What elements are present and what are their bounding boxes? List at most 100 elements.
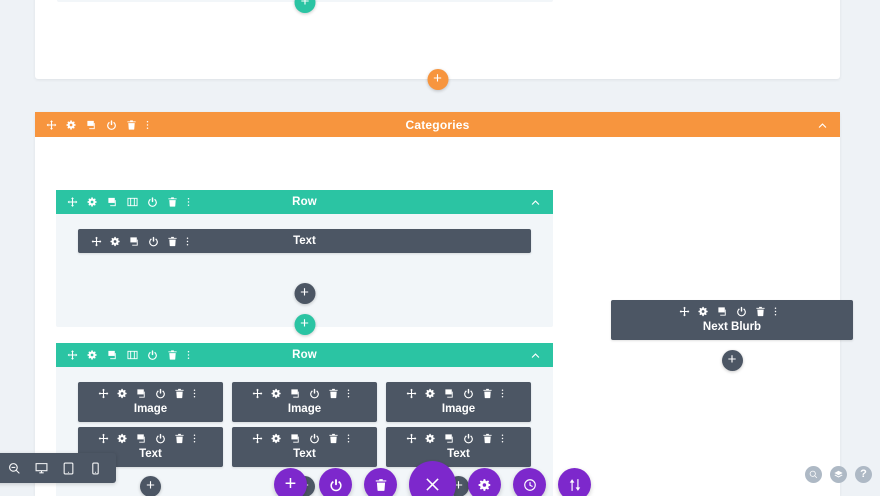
trash-icon[interactable]: [328, 433, 339, 444]
add-row-button[interactable]: +: [294, 0, 316, 13]
history-button[interactable]: [513, 468, 546, 496]
trash-icon[interactable]: [126, 119, 137, 130]
move-icon[interactable]: [98, 388, 109, 399]
dots-icon[interactable]: [186, 236, 197, 247]
columns-icon[interactable]: [127, 197, 138, 208]
dots-icon[interactable]: [193, 388, 204, 399]
power-icon[interactable]: [147, 197, 158, 208]
module-image[interactable]: Image: [232, 382, 377, 422]
move-icon[interactable]: [67, 197, 78, 208]
gear-icon[interactable]: [698, 306, 709, 317]
chevron-up-icon[interactable]: [530, 197, 541, 208]
desktop-icon[interactable]: [35, 462, 48, 475]
module-image[interactable]: Image: [78, 382, 223, 422]
module-text[interactable]: Text: [232, 427, 377, 467]
gear-icon[interactable]: [87, 197, 98, 208]
power-icon[interactable]: [309, 388, 320, 399]
add-section-button[interactable]: +: [274, 468, 307, 496]
duplicate-icon[interactable]: [136, 388, 147, 399]
duplicate-icon[interactable]: [129, 236, 140, 247]
phone-icon[interactable]: [89, 462, 102, 475]
dots-icon[interactable]: [501, 388, 512, 399]
move-icon[interactable]: [91, 236, 102, 247]
gear-icon[interactable]: [425, 433, 436, 444]
gear-icon[interactable]: [271, 433, 282, 444]
helper-button-group[interactable]: ?: [805, 466, 872, 483]
responsive-device-toolbar[interactable]: [0, 453, 116, 483]
trash-icon[interactable]: [167, 197, 178, 208]
dots-icon[interactable]: [774, 306, 785, 317]
move-icon[interactable]: [252, 433, 263, 444]
add-module-button[interactable]: +: [140, 476, 161, 496]
duplicate-icon[interactable]: [444, 433, 455, 444]
duplicate-icon[interactable]: [107, 350, 118, 361]
chevron-up-icon[interactable]: [817, 119, 828, 130]
power-icon[interactable]: [148, 236, 159, 247]
gear-icon[interactable]: [271, 388, 282, 399]
move-icon[interactable]: [406, 388, 417, 399]
duplicate-icon[interactable]: [444, 388, 455, 399]
trash-icon[interactable]: [755, 306, 766, 317]
dots-icon[interactable]: [187, 350, 198, 361]
duplicate-icon[interactable]: [107, 197, 118, 208]
trash-icon[interactable]: [174, 388, 185, 399]
move-icon[interactable]: [679, 306, 690, 317]
layers-button[interactable]: [830, 466, 847, 483]
power-icon[interactable]: [463, 388, 474, 399]
duplicate-icon[interactable]: [717, 306, 728, 317]
gear-icon[interactable]: [117, 433, 128, 444]
move-icon[interactable]: [406, 433, 417, 444]
module-text[interactable]: Text: [78, 229, 531, 253]
power-icon[interactable]: [147, 350, 158, 361]
help-button[interactable]: ?: [855, 466, 872, 483]
add-module-button[interactable]: +: [721, 350, 743, 371]
delete-button[interactable]: [364, 468, 397, 496]
section-toolbar[interactable]: Categories: [35, 112, 840, 137]
trash-icon[interactable]: [328, 388, 339, 399]
duplicate-icon[interactable]: [86, 119, 97, 130]
search-button[interactable]: [805, 466, 822, 483]
move-icon[interactable]: [67, 350, 78, 361]
trash-icon[interactable]: [167, 236, 178, 247]
duplicate-icon[interactable]: [290, 433, 301, 444]
dots-icon[interactable]: [187, 197, 198, 208]
add-section-button[interactable]: +: [427, 69, 448, 90]
close-builder-button[interactable]: [409, 461, 456, 496]
chevron-up-icon[interactable]: [530, 350, 541, 361]
builder-main-toolbar[interactable]: +: [274, 461, 591, 496]
zoom-out-icon[interactable]: [8, 462, 21, 475]
wireframe-toggle-button[interactable]: [319, 468, 352, 496]
add-row-button[interactable]: +: [294, 314, 315, 335]
reorder-button[interactable]: [558, 468, 591, 496]
add-module-button[interactable]: +: [294, 283, 315, 304]
power-icon[interactable]: [106, 119, 117, 130]
move-icon[interactable]: [46, 119, 57, 130]
columns-icon[interactable]: [127, 350, 138, 361]
row-toolbar[interactable]: Row: [56, 343, 553, 367]
dots-icon[interactable]: [347, 388, 358, 399]
gear-icon[interactable]: [110, 236, 121, 247]
gear-icon[interactable]: [66, 119, 77, 130]
module-text[interactable]: Text: [386, 427, 531, 467]
module-next-blurb[interactable]: Next Blurb: [611, 300, 853, 340]
trash-icon[interactable]: [482, 388, 493, 399]
dots-icon[interactable]: [146, 119, 157, 130]
power-icon[interactable]: [463, 433, 474, 444]
duplicate-icon[interactable]: [136, 433, 147, 444]
power-icon[interactable]: [155, 388, 166, 399]
dots-icon[interactable]: [347, 433, 358, 444]
power-icon[interactable]: [309, 433, 320, 444]
dots-icon[interactable]: [501, 433, 512, 444]
move-icon[interactable]: [98, 433, 109, 444]
duplicate-icon[interactable]: [290, 388, 301, 399]
trash-icon[interactable]: [482, 433, 493, 444]
tablet-icon[interactable]: [62, 462, 75, 475]
settings-button[interactable]: [468, 468, 501, 496]
trash-icon[interactable]: [174, 433, 185, 444]
gear-icon[interactable]: [425, 388, 436, 399]
row-toolbar[interactable]: Row: [56, 190, 553, 214]
gear-icon[interactable]: [87, 350, 98, 361]
dots-icon[interactable]: [193, 433, 204, 444]
move-icon[interactable]: [252, 388, 263, 399]
power-icon[interactable]: [155, 433, 166, 444]
